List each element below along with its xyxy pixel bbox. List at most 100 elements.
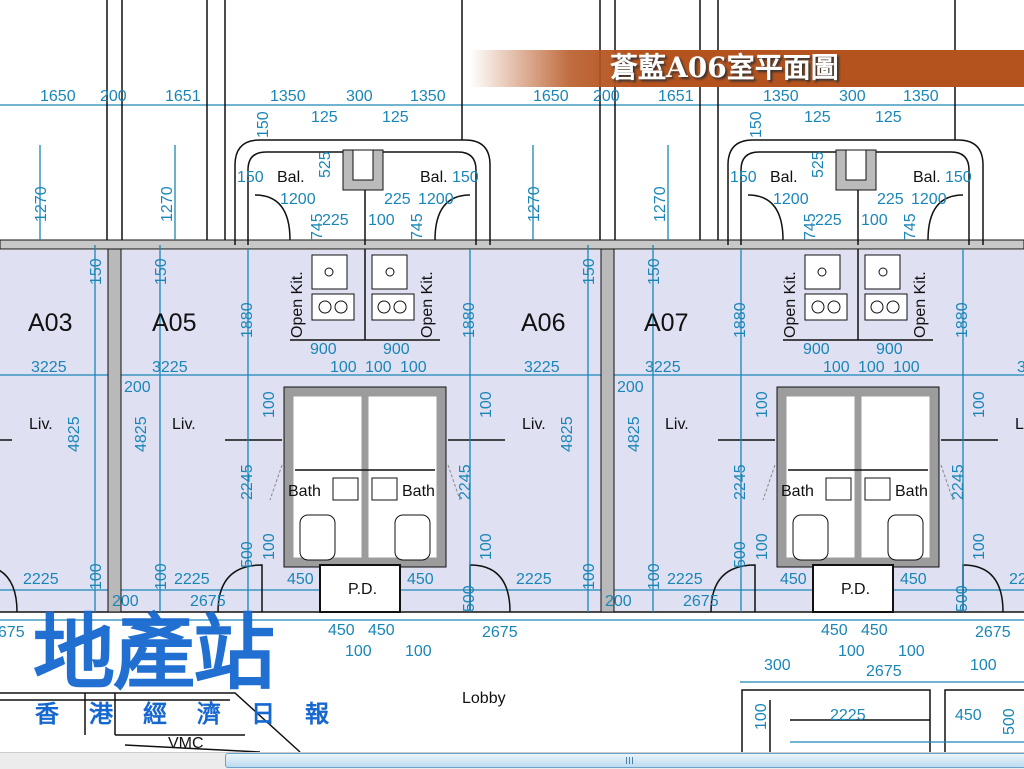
room-label-living: Liv. bbox=[1015, 416, 1024, 433]
dimension-label: 100 bbox=[971, 533, 988, 560]
wall-line bbox=[269, 464, 461, 501]
room-label-lobby: Lobby bbox=[462, 690, 506, 707]
room-label-living: Liv. bbox=[29, 416, 53, 433]
dimension-label: 525 bbox=[810, 151, 827, 178]
stair-outline bbox=[0, 692, 301, 753]
lower-unit-outline bbox=[741, 689, 1024, 752]
sink bbox=[804, 254, 841, 290]
wall-line bbox=[318, 300, 332, 314]
dimension-label: 1651 bbox=[658, 88, 694, 105]
dimension-label: 125 bbox=[311, 109, 338, 126]
stove bbox=[371, 293, 415, 321]
dimension-label: 1270 bbox=[159, 186, 176, 222]
dimension-label: 1651 bbox=[165, 88, 201, 105]
dimension-label: 500 bbox=[732, 541, 749, 568]
dimension-label: 100 bbox=[405, 643, 432, 660]
unit-label-a03: A03 bbox=[28, 309, 72, 337]
dimension-label: 2245 bbox=[457, 464, 474, 500]
logo: 地產站 香港經濟日報 bbox=[33, 610, 363, 729]
room-label-pipe-duct: P.D. bbox=[841, 581, 870, 598]
party-wall bbox=[600, 248, 615, 613]
dimension-label: 150 bbox=[153, 258, 170, 285]
unit-pair-module: 1650 200 1651 1350 300 1350 125 125 Bal.… bbox=[526, 0, 1024, 660]
unit-pair-module: 1650 200 1651 1350 300 1350 125 125 Bal.… bbox=[0, 359, 83, 641]
dimension-label: 745 bbox=[902, 213, 919, 240]
dimension-label: 2245 bbox=[239, 464, 256, 500]
dimension-label: 900 bbox=[803, 341, 830, 358]
dimension-label: 1270 bbox=[526, 186, 543, 222]
wall-line bbox=[377, 300, 391, 314]
dimension-label: 200 bbox=[617, 379, 644, 396]
dimension-label: 100 bbox=[753, 703, 770, 730]
dimension-label: 100 bbox=[478, 533, 495, 560]
dimension-label: 1200 bbox=[418, 191, 454, 208]
dimension-label: 125 bbox=[382, 109, 409, 126]
toilet bbox=[792, 514, 829, 561]
door-swing bbox=[710, 564, 756, 613]
dimension-label: 450 bbox=[368, 622, 395, 639]
unit-label-a07: A07 bbox=[644, 309, 688, 337]
wall-line bbox=[254, 194, 291, 241]
room-label-kitchen: Open Kit. bbox=[289, 271, 306, 338]
dimension-label: 1650 bbox=[40, 88, 76, 105]
dimension-label: 100 bbox=[400, 359, 427, 376]
dimension-label: 100 bbox=[88, 563, 105, 590]
dimension-label: 100 bbox=[368, 212, 395, 229]
dimension-label: 745 bbox=[802, 213, 819, 240]
dimension-label: 1350 bbox=[903, 88, 939, 105]
room-label-living: Liv. bbox=[665, 416, 689, 433]
dimension-label: 150 bbox=[88, 258, 105, 285]
dimension-label: 225 bbox=[877, 191, 904, 208]
dimension-label: 300 bbox=[346, 88, 373, 105]
room-label-living: Liv. bbox=[172, 416, 196, 433]
room-label-balcony: Bal. bbox=[277, 169, 305, 186]
door-swing bbox=[0, 569, 18, 613]
dimension-label: 1200 bbox=[280, 191, 316, 208]
toilet bbox=[887, 514, 924, 561]
dimension-label: 1350 bbox=[270, 88, 306, 105]
room-label-kitchen: Open Kit. bbox=[419, 271, 436, 338]
wall-line bbox=[324, 267, 334, 277]
dimension-label: 225 bbox=[815, 212, 842, 229]
wall-line bbox=[927, 194, 964, 241]
dimension-label: 125 bbox=[875, 109, 902, 126]
dimension-label: 150 bbox=[945, 169, 972, 186]
dimension-label: 3225 bbox=[645, 359, 681, 376]
dimension-label: 150 bbox=[646, 258, 663, 285]
dimension-label: 200 bbox=[112, 593, 139, 610]
dimension-label: 500 bbox=[954, 585, 971, 612]
stair-area bbox=[0, 693, 300, 752]
dimension-label: 100 bbox=[478, 391, 495, 418]
room-label-balcony: Bal. bbox=[420, 169, 448, 186]
basin bbox=[332, 477, 359, 501]
dimension-label: 2245 bbox=[732, 464, 749, 500]
balcony-outline bbox=[234, 139, 491, 245]
dimension-label: 150 bbox=[581, 258, 598, 285]
room-label-balcony: Bal. bbox=[913, 169, 941, 186]
scrollbar-thumb[interactable] bbox=[225, 753, 1024, 768]
dimension-label: 450 bbox=[328, 622, 355, 639]
wall-line bbox=[385, 267, 395, 277]
dimension-label: 3225 bbox=[1017, 359, 1024, 376]
wall-line bbox=[827, 300, 841, 314]
dimension-label: 4825 bbox=[626, 416, 643, 452]
title-banner: 蒼藍A06室平面圖 bbox=[470, 50, 1024, 87]
wall-line bbox=[811, 300, 825, 314]
dimension-label: 450 bbox=[821, 622, 848, 639]
dimension-label: 1270 bbox=[33, 186, 50, 222]
wall-line bbox=[747, 194, 784, 241]
dimension-label: 100 bbox=[898, 643, 925, 660]
toilet bbox=[394, 514, 431, 561]
logo-sub-text: 香港經濟日報 bbox=[35, 700, 359, 728]
wall-line bbox=[334, 300, 348, 314]
unit-pair-module: 1650 200 1651 1350 300 1350 125 125 Bal.… bbox=[33, 0, 576, 660]
pipe-duct bbox=[319, 564, 401, 613]
dimension-label: 100 bbox=[0, 533, 2, 560]
dimension-label: 225 bbox=[384, 191, 411, 208]
dimension-label: 525 bbox=[317, 151, 334, 178]
dimension-label: 2245 bbox=[950, 464, 967, 500]
dimension-label: 100 bbox=[261, 533, 278, 560]
wall-line bbox=[870, 300, 884, 314]
dimension-label: 450 bbox=[900, 571, 927, 588]
dimension-label: 3225 bbox=[152, 359, 188, 376]
